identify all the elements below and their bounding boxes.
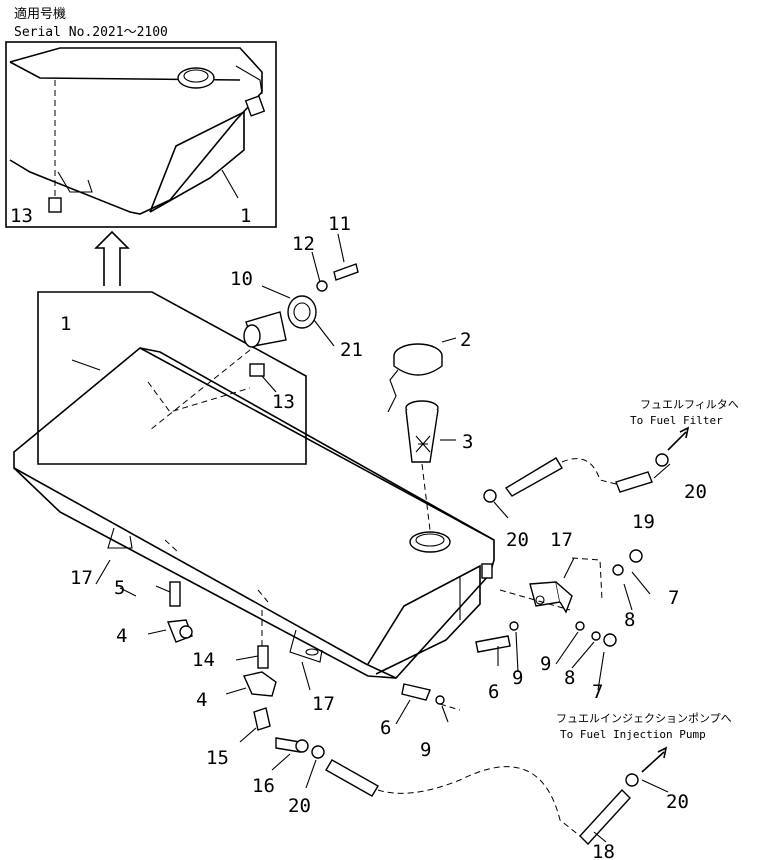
callout-11: 11 (328, 213, 351, 235)
fuel-gauge-unit (149, 285, 335, 431)
callout-17a: 17 (70, 567, 93, 589)
callout-19: 19 (632, 511, 655, 533)
plug-13 (249, 363, 265, 377)
callout-13: 13 (272, 391, 295, 413)
callout-15: 15 (206, 747, 229, 769)
drain-fittings (147, 581, 325, 789)
callout-9c: 9 (420, 739, 431, 761)
callout-inset-13: 13 (10, 205, 33, 227)
callout-17c: 17 (550, 529, 573, 551)
callout-inset-1: 1 (240, 205, 251, 227)
callout-5: 5 (114, 577, 125, 599)
arrow-up-icon (94, 230, 130, 286)
callout-2: 2 (460, 329, 471, 351)
callout-21: 21 (340, 339, 363, 361)
callout-20d: 20 (666, 791, 689, 813)
callout-17b: 17 (312, 693, 335, 715)
callout-18: 18 (592, 841, 615, 860)
callout-10: 10 (230, 268, 253, 290)
bolt-and-washer (311, 233, 359, 292)
fuel-cap (387, 337, 457, 413)
callout-4a: 4 (116, 625, 127, 647)
callout-4b: 4 (196, 689, 207, 711)
inset-view: 13 1 (5, 41, 277, 228)
callout-20c: 20 (288, 795, 311, 817)
callout-6b: 6 (488, 681, 499, 703)
fuel-hoses (325, 426, 690, 846)
note-fuel-filter-jp: フュエルフィルタへ (640, 398, 739, 411)
note-injection-en: To Fuel Injection Pump (560, 728, 706, 741)
callout-8a: 8 (624, 609, 635, 631)
callout-main-1: 1 (60, 313, 71, 335)
serial-header-en: Serial No.2021～2100 (14, 25, 168, 40)
fuel-strainer (405, 400, 456, 531)
note-injection-jp: フュエルインジェクションポンプへ (556, 712, 732, 725)
callout-9a: 9 (512, 667, 523, 689)
callout-20a: 20 (684, 481, 707, 503)
callout-9b: 9 (540, 653, 551, 675)
callout-14: 14 (192, 649, 215, 671)
callout-20b: 20 (506, 529, 529, 551)
mounting-bracket (401, 549, 643, 711)
callout-7b: 7 (592, 681, 603, 703)
serial-header-jp: 適用号機 (14, 6, 66, 22)
callout-7a: 7 (668, 587, 679, 609)
detail-frame (37, 291, 307, 465)
callout-6a: 6 (380, 717, 391, 739)
note-fuel-filter-en: To Fuel Filter (630, 414, 723, 427)
callout-3: 3 (462, 431, 473, 453)
fuel-tank (13, 347, 495, 679)
callout-16: 16 (252, 775, 275, 797)
callout-12: 12 (292, 233, 315, 255)
callout-8b: 8 (564, 667, 575, 689)
